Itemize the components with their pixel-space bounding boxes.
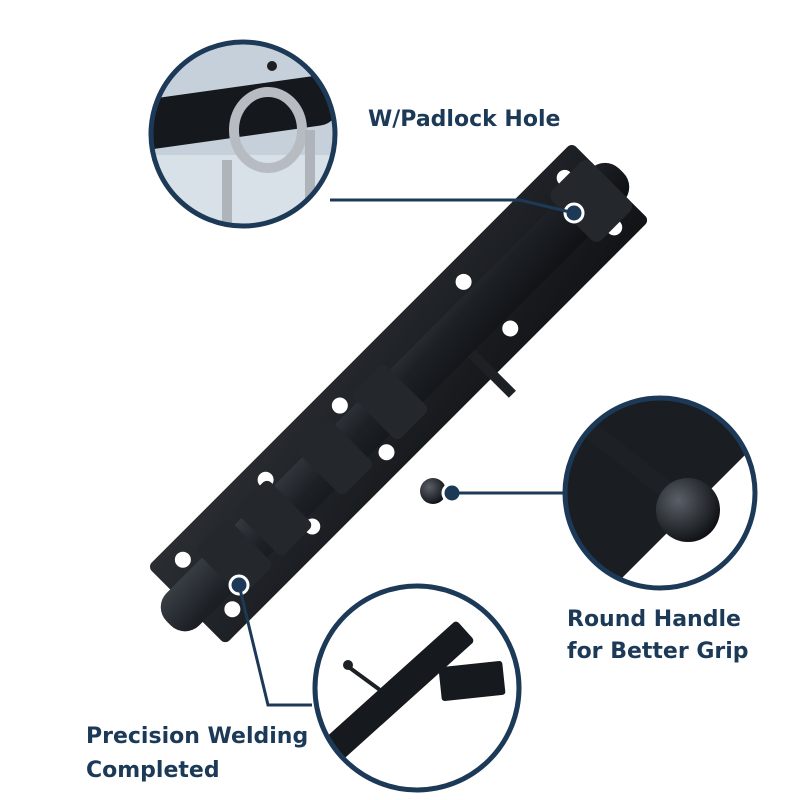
callout-line: Round Handle bbox=[567, 607, 741, 632]
callout-padlock-hole: W/Padlock Hole bbox=[368, 107, 561, 132]
callout-line: Precision Welding bbox=[86, 724, 309, 749]
handle-stem bbox=[467, 349, 516, 398]
callout-round-handle: Round Handle for Better Grip bbox=[567, 604, 749, 668]
guide-sleeve bbox=[352, 364, 428, 440]
inset-padlock-hole bbox=[148, 39, 338, 229]
bolt-latch bbox=[149, 144, 648, 643]
callout-line: Completed bbox=[86, 758, 220, 783]
inset-round-handle bbox=[562, 395, 758, 591]
leader-lines bbox=[237, 198, 575, 707]
inset-parts bbox=[312, 583, 522, 793]
handle-knob bbox=[420, 478, 446, 504]
callout-line: for Better Grip bbox=[567, 639, 749, 664]
guide-sleeve bbox=[550, 159, 633, 242]
guide-sleeve bbox=[197, 520, 272, 595]
callout-precision-welding: Precision Welding Completed bbox=[86, 720, 308, 788]
guide-sleeve bbox=[236, 480, 312, 556]
guide-sleeve bbox=[297, 420, 373, 495]
